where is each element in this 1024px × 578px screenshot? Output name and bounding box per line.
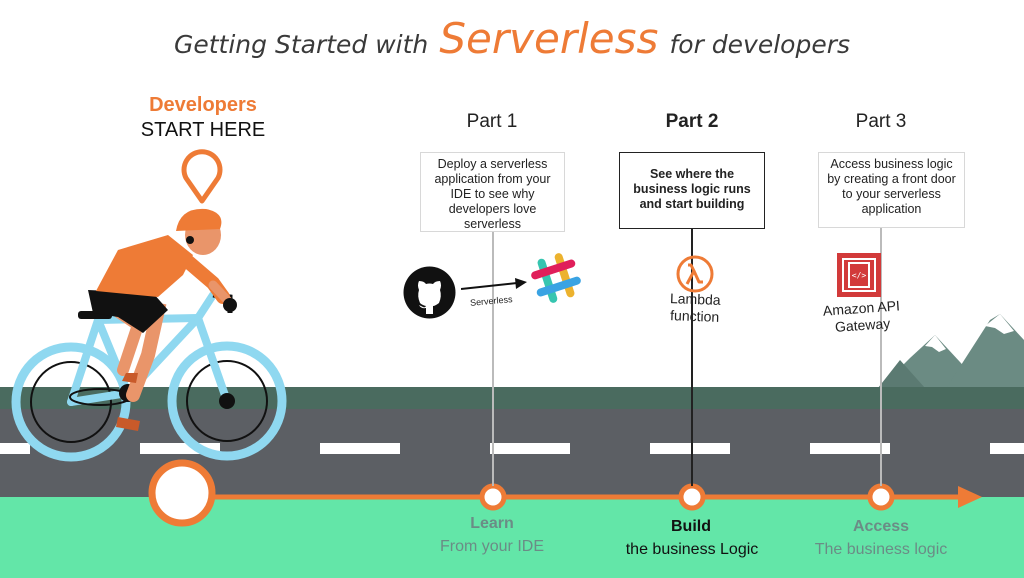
arrow-icon — [461, 278, 527, 290]
lambda-label: Lambda function — [669, 290, 721, 325]
title-suffix: for developers — [669, 30, 851, 59]
stage-build-subtitle: the business Logic — [625, 541, 759, 558]
slack-icon — [531, 253, 581, 303]
road-dashes — [0, 443, 1024, 454]
stage-access-subtitle: The business logic — [814, 541, 948, 558]
hill-band — [0, 387, 1024, 409]
start-line1: Developers — [149, 94, 257, 116]
lambda-icon — [676, 255, 714, 293]
apigw-label: Amazon API Gateway — [822, 297, 901, 335]
api-gateway-icon: </> — [837, 253, 881, 297]
mountains — [878, 314, 1024, 390]
start-label: Developers START HERE — [118, 94, 288, 142]
part1-description: Deploy a serverless application from you… — [420, 152, 565, 232]
connector-part1 — [492, 232, 494, 486]
stage-access-title: Access — [852, 518, 910, 535]
milestone-build — [678, 483, 706, 511]
connector-part3 — [880, 228, 882, 486]
github-icon — [403, 266, 456, 319]
part3-description: Access business logic by creating a fron… — [818, 152, 965, 228]
milestone-access — [867, 483, 895, 511]
stage-learn-title: Learn — [470, 515, 514, 532]
part2-title: Part 2 — [665, 111, 719, 132]
connector-part2 — [691, 229, 693, 486]
svg-text:</>: </> — [852, 271, 867, 280]
stage-learn-subtitle: From your IDE — [439, 538, 544, 555]
part2-description: See where the business logic runs and st… — [619, 152, 765, 229]
part1-title: Part 1 — [466, 111, 518, 132]
stage-build-title: Build — [671, 518, 711, 535]
timeline — [148, 459, 982, 527]
page-title: Getting Started with Serverless for deve… — [0, 14, 1024, 63]
title-prefix: Getting Started with — [173, 30, 429, 59]
start-line2: START HERE — [140, 119, 266, 141]
start-milestone — [148, 459, 216, 527]
part3-title: Part 3 — [855, 111, 907, 132]
milestone-learn — [479, 483, 507, 511]
title-highlight: Serverless — [439, 14, 659, 63]
cyclist-illustration — [11, 208, 287, 462]
location-pin-icon — [181, 149, 223, 204]
